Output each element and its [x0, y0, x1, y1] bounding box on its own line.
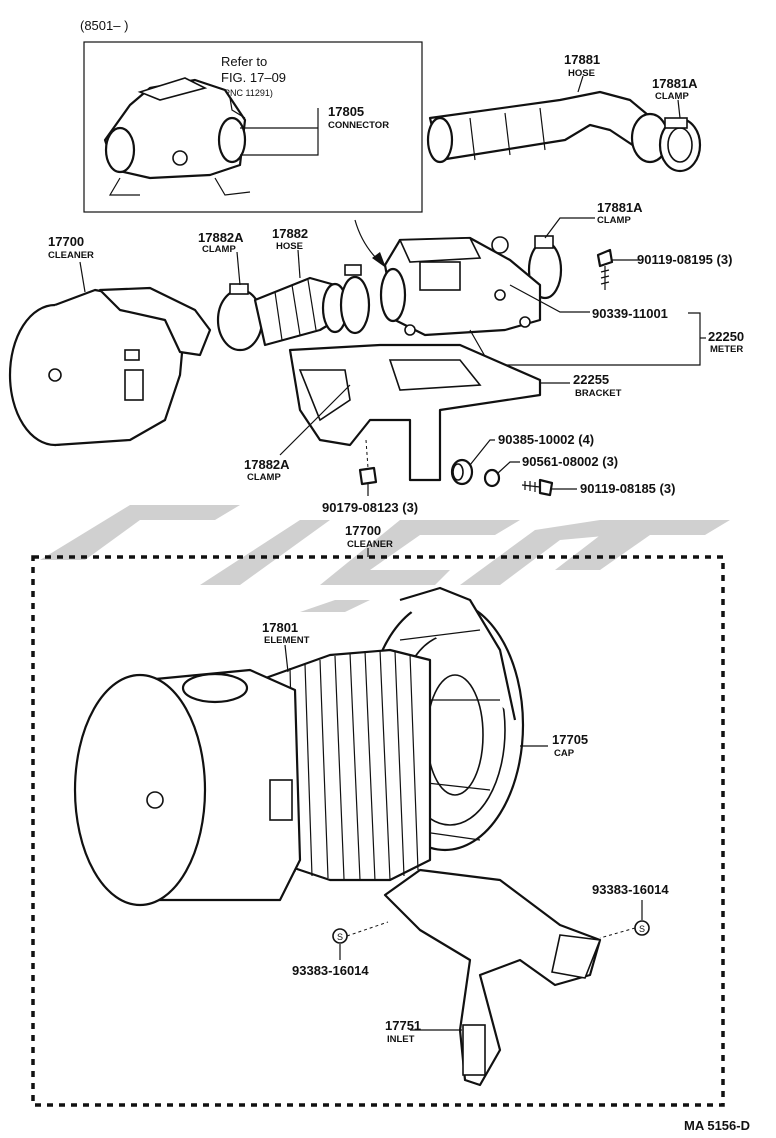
refer-line2: FIG. 17–09: [221, 70, 286, 85]
label-17881: 17881: [564, 52, 600, 67]
leader: [279, 384, 351, 456]
label-17881A-mid: 17881A: [597, 200, 643, 215]
screw-icon: [596, 248, 614, 290]
label-90179-08123: 90179-08123 (3): [322, 500, 418, 515]
label-17801: 17801: [262, 620, 298, 635]
label-22255-name: BRACKET: [575, 388, 622, 399]
connector-17805-drawing: [103, 77, 251, 196]
inlet-17751-drawing: [383, 868, 602, 1087]
label-90385-10002: 90385-10002 (4): [498, 432, 594, 447]
label-17705: 17705: [552, 732, 588, 747]
label-22250-name: METER: [710, 344, 743, 355]
label-17700-bottom-name: CLEANER: [347, 539, 393, 550]
leader: [544, 217, 595, 239]
label-17882-name: HOSE: [276, 241, 303, 252]
leader: [509, 284, 590, 313]
leader: [346, 921, 389, 937]
grommet-icon: [450, 458, 474, 486]
refer-line3: (PNC 11291): [221, 88, 273, 98]
cleaner-case-drawing: [73, 668, 302, 907]
label-22255: 22255: [573, 372, 609, 387]
arrow-head: [372, 252, 386, 268]
leader: [79, 261, 86, 293]
hose-17882-drawing: [216, 264, 371, 352]
label-17801-name: ELEMENT: [264, 635, 310, 646]
label-17700-top: 17700: [48, 234, 84, 249]
leader: [240, 108, 319, 156]
leader: [599, 927, 636, 939]
leader: [469, 312, 701, 366]
element-17801-drawing: [258, 648, 432, 882]
label-93383-left: 93383-16014: [292, 963, 369, 978]
nut-icon: [358, 466, 378, 486]
collar-icon: [483, 468, 501, 488]
figure-code: MA 5156-D: [684, 1118, 750, 1133]
seal-symbol-right-text: S: [639, 924, 645, 934]
bracket-22255-drawing: [288, 343, 542, 482]
label-17751-name: INLET: [387, 1034, 415, 1045]
label-93383-right: 93383-16014: [592, 882, 669, 897]
label-17881A-top: 17881A: [652, 76, 698, 91]
label-17882A-top: 17882A: [198, 230, 244, 245]
leader: [497, 461, 520, 474]
leader: [469, 439, 495, 466]
leader: [365, 439, 369, 469]
cleaner-17700-top-drawing: [8, 286, 212, 447]
inset-box: [83, 41, 423, 213]
leader: [577, 75, 584, 93]
label-90561-08002: 90561-08002 (3): [522, 454, 618, 469]
label-90339-11001: 90339-11001: [592, 306, 668, 321]
date-range: (8501– ): [80, 18, 128, 33]
label-17805-name: CONNECTOR: [328, 120, 389, 131]
clamp-17881A-top-drawing: [658, 117, 702, 173]
label-17705-name: CAP: [554, 748, 575, 759]
exploded-view-border: [31, 555, 725, 1107]
screw-icon: [521, 478, 554, 497]
label-17881A-mid-name: CLAMP: [597, 215, 631, 226]
label-17882A-top-name: CLAMP: [202, 244, 236, 255]
label-17881A-top-name: CLAMP: [655, 91, 689, 102]
label-17881-name: HOSE: [568, 68, 595, 79]
label-17751: 17751: [385, 1018, 421, 1033]
leader: [677, 99, 681, 119]
label-90119-08185: 90119-08185 (3): [580, 481, 675, 496]
label-17700-top-name: CLEANER: [48, 250, 94, 261]
label-17700-bottom: 17700: [345, 523, 381, 538]
meter-22250-drawing: [379, 236, 542, 337]
leader: [229, 97, 246, 119]
refer-line1: Refer to: [221, 54, 267, 69]
label-90119-08195: 90119-08195 (3): [637, 252, 732, 267]
leader: [284, 644, 289, 673]
label-17882A-bot-name: CLAMP: [247, 472, 281, 483]
label-22250: 22250: [708, 329, 744, 344]
label-17805: 17805: [328, 104, 364, 119]
leader: [297, 249, 301, 279]
seal-symbol-left-text: S: [337, 932, 343, 942]
hose-17881-drawing: [426, 90, 670, 164]
label-17882: 17882: [272, 226, 308, 241]
leader: [236, 251, 241, 286]
label-17882A-bot: 17882A: [244, 457, 290, 472]
